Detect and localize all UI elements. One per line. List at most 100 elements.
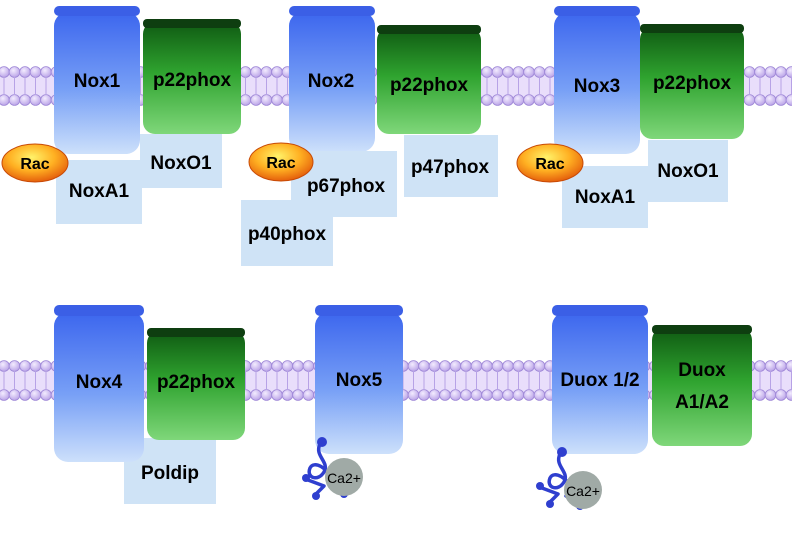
lipid-head [0,66,10,78]
nox5-complex: Nox5 Ca2+ [302,305,403,500]
nox3-complex: NoxO1 Nox3 p22phox NoxA1 Rac [516,6,744,228]
lipid-head [407,389,420,401]
nox1-complex: NoxO1 Nox1 p22phox NoxA1 Rac [1,6,241,224]
lipid-head [544,66,556,78]
lipid-head [481,360,493,372]
lipid-head [439,360,451,372]
lipid-head [764,360,777,372]
rac-b: Rac [248,142,314,182]
lipid-head [512,94,525,106]
lipid-head [418,360,430,372]
lipid-head [754,94,766,106]
svg-text:p40phox: p40phox [248,224,327,245]
rac-a: Rac [1,143,69,183]
svg-text:NoxO1: NoxO1 [657,161,719,182]
lipid-head [239,94,252,106]
lipid-head [271,66,283,78]
lipid-head [470,360,483,372]
svg-text:Nox3: Nox3 [574,76,620,97]
lipid-head [19,66,31,78]
lipid-head [29,94,42,106]
lipid-head [439,389,451,401]
svg-text:A1/A2: A1/A2 [675,392,729,413]
lipid-head [743,94,756,106]
svg-text:p22phox: p22phox [390,75,469,96]
lipid-head [481,389,493,401]
lipid-head [512,389,525,401]
lipid-head [418,389,430,401]
lipid-head [260,66,273,78]
lipid-head [19,360,31,372]
lipid-head [523,66,535,78]
svg-text:Nox1: Nox1 [74,71,121,92]
svg-text:NoxA1: NoxA1 [69,181,130,202]
lipid-head [512,66,525,78]
lipid-head [281,389,294,401]
svg-text:Nox5: Nox5 [336,370,383,391]
lipid-head [250,360,262,372]
lipid-head [502,94,514,106]
lipid-head [8,66,21,78]
lipid-head [533,66,546,78]
svg-text:Duox: Duox [678,360,726,381]
lipid-head [533,389,546,401]
nox4-protein: Nox4 [54,305,144,462]
noxa1-subunit-c: NoxA1 [562,166,648,228]
svg-text:Rac: Rac [266,155,295,172]
lipid-head [292,360,304,372]
svg-text:Ca2+: Ca2+ [566,483,600,499]
lipid-head [533,94,546,106]
lipid-head [292,389,304,401]
lipid-head [19,389,31,401]
lipid-head [250,66,262,78]
lipid-head [764,66,777,78]
lipid-head [0,94,10,106]
lipid-head [428,389,441,401]
svg-text:Rac: Rac [535,156,564,173]
nox2-protein: Nox2 [289,6,375,152]
lipid-head [260,389,273,401]
svg-text:Duox 1/2: Duox 1/2 [560,370,639,391]
lipid-head [502,66,514,78]
lipid-head [250,94,262,106]
svg-text:Poldip: Poldip [141,463,199,484]
lipid-head [407,360,420,372]
noxa1-subunit-a: NoxA1 [56,160,142,224]
p22phox-subunit-d: p22phox [147,328,245,440]
lipid-head [19,94,31,106]
lipid-head [271,360,283,372]
p22phox-subunit-a: p22phox [143,19,241,134]
lipid-head [544,94,556,106]
lipid-head [428,360,441,372]
lipid-head [40,94,52,106]
lipid-head [523,94,535,106]
lipid-head [29,66,42,78]
lipid-head [8,94,21,106]
p22phox-subunit-b: p22phox [377,25,481,134]
lipid-head [481,94,493,106]
noxo1-subunit-a: NoxO1 [140,134,222,188]
ef-hand-calcium-b: Ca2+ [536,447,602,510]
lipid-head [281,360,294,372]
svg-text:p22phox: p22phox [153,70,232,91]
lipid-head [0,360,10,372]
nox5-protein: Nox5 [315,305,403,454]
duox-complex: Duox 1/2 Duox A1/A2 Ca2+ [536,305,752,510]
ef-hand-calcium-a: Ca2+ [302,437,363,500]
lipid-head [533,360,546,372]
nox4-complex: Poldip Nox4 p22phox [54,305,245,504]
lipid-head [775,66,787,78]
lipid-head [271,94,283,106]
p47phox-subunit: p47phox [404,135,498,197]
lipid-head [0,389,10,401]
lipid-head [40,360,52,372]
svg-text:Nox2: Nox2 [308,71,354,92]
lipid-head [260,94,273,106]
lipid-head [302,389,315,401]
lipid-head [764,94,777,106]
lipid-head [523,389,535,401]
lipid-head [512,360,525,372]
duox-protein: Duox 1/2 [552,305,648,454]
svg-text:NoxA1: NoxA1 [575,187,636,208]
lipid-head [29,389,42,401]
